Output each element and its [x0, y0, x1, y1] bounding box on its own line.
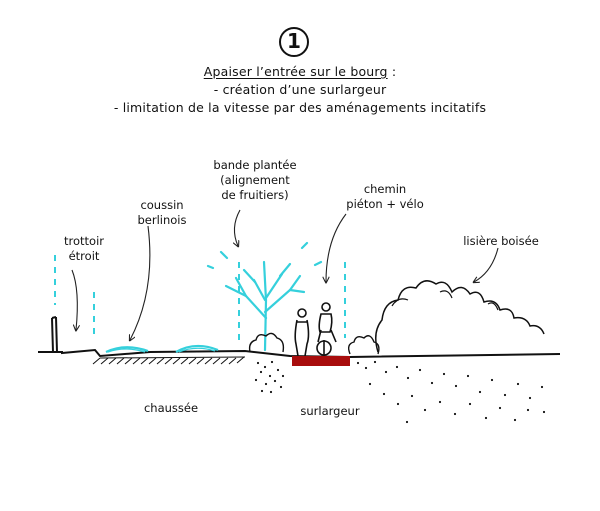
label-trottoir: trottoir étroit	[64, 234, 104, 263]
label-bande: bande plantée (alignement de fruitiers)	[213, 158, 297, 202]
label-chaussee: chaussée	[143, 401, 199, 415]
label-chemin: chemin piéton + vélo	[346, 182, 424, 211]
shrub-left	[248, 332, 285, 353]
fruit-tree	[206, 241, 323, 352]
bullet-2: - limitation de la vitesse par des aména…	[113, 100, 487, 115]
arrow-coussin	[130, 225, 151, 340]
pedestrian	[294, 308, 310, 357]
diagram-title: Apaiser l’entrée sur le bourg	[203, 64, 388, 79]
sidewalk-height-marks	[54, 255, 346, 345]
shrub-right	[347, 335, 380, 355]
cyclist	[316, 302, 337, 356]
step-number-badge: 1	[279, 27, 309, 57]
cycle-path-surface	[292, 356, 350, 366]
foundation-dots	[254, 360, 546, 424]
roadway-hatching	[92, 356, 246, 365]
label-lisiere: lisière boisée	[463, 234, 539, 248]
diagram-title-suffix: :	[387, 64, 397, 79]
bullet-1: - création d’une surlargeur	[213, 82, 387, 97]
arrow-trottoir	[71, 269, 77, 330]
label-coussin: coussin berlinois	[137, 198, 187, 227]
speed-cushion-2	[175, 344, 219, 353]
wooded-edge	[375, 280, 545, 353]
label-surlargeur: surlargeur	[300, 404, 360, 418]
arrow-chemin	[326, 213, 347, 282]
speed-cushion-1	[105, 346, 149, 353]
arrow-lisiere	[474, 247, 499, 282]
kerb-post	[51, 316, 58, 353]
ground-line	[38, 348, 561, 359]
arrow-bande	[234, 209, 241, 246]
diagram-title-line: Apaiser l’entrée sur le bourg :	[0, 64, 600, 79]
